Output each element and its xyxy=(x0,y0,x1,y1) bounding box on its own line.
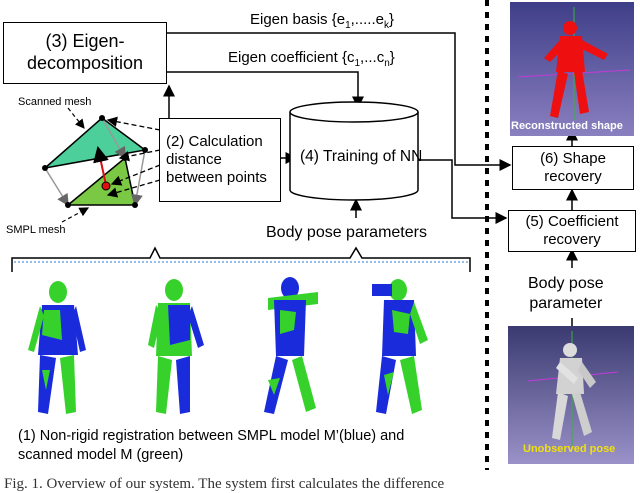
smpl-mesh-triangle xyxy=(65,156,136,206)
unobserved-pose-caption: Unobserved pose xyxy=(523,443,616,455)
registration-caption-line-1: (1) Non-rigid registration between SMPL … xyxy=(18,428,405,444)
reconstructed-shape-caption: Reconstructed shape xyxy=(511,120,623,132)
eigen-coefficient-arrow xyxy=(155,71,364,109)
shape-recovery-box: (6) Shape recovery xyxy=(512,146,634,190)
eigen-basis-arrow xyxy=(155,32,512,171)
body-pose-parameters-label: Body pose parameters xyxy=(266,224,427,241)
eigen-decomposition-box: (3) Eigen- decomposition xyxy=(3,22,167,84)
nn-to-coefficient-arrow xyxy=(418,159,508,224)
unobserved-pose-image: Unobserved pose xyxy=(508,326,634,464)
registration-caption-line-2: scanned model M (green) xyxy=(18,447,184,463)
nn-label: (4) Training of NN xyxy=(300,148,423,165)
registration-bracket xyxy=(11,246,471,272)
body-pose-parameter-label: Body pose parameter xyxy=(528,275,604,312)
figure-caption: Fig. 1. Overview of our system. The syst… xyxy=(4,476,445,492)
gray-body-figure xyxy=(527,331,619,446)
red-body-figure xyxy=(517,7,631,120)
scanned-mesh-triangle xyxy=(42,117,147,170)
eigen-coefficient-label: Eigen coefficient {c1,...cn} xyxy=(228,49,395,69)
eigen-basis-label: Eigen basis {e1,.....ek} xyxy=(250,11,395,31)
calculation-distance-box: (2) Calculation distance between points xyxy=(159,118,281,202)
reconstructed-shape-image: Reconstructed shape xyxy=(510,2,634,136)
smpl-mesh-label: SMPL mesh xyxy=(6,224,66,236)
target-point xyxy=(101,181,111,191)
scanned-mesh-label: Scanned mesh xyxy=(18,96,92,108)
coefficient-recovery-box: (5) Coefficient recovery xyxy=(508,210,636,252)
